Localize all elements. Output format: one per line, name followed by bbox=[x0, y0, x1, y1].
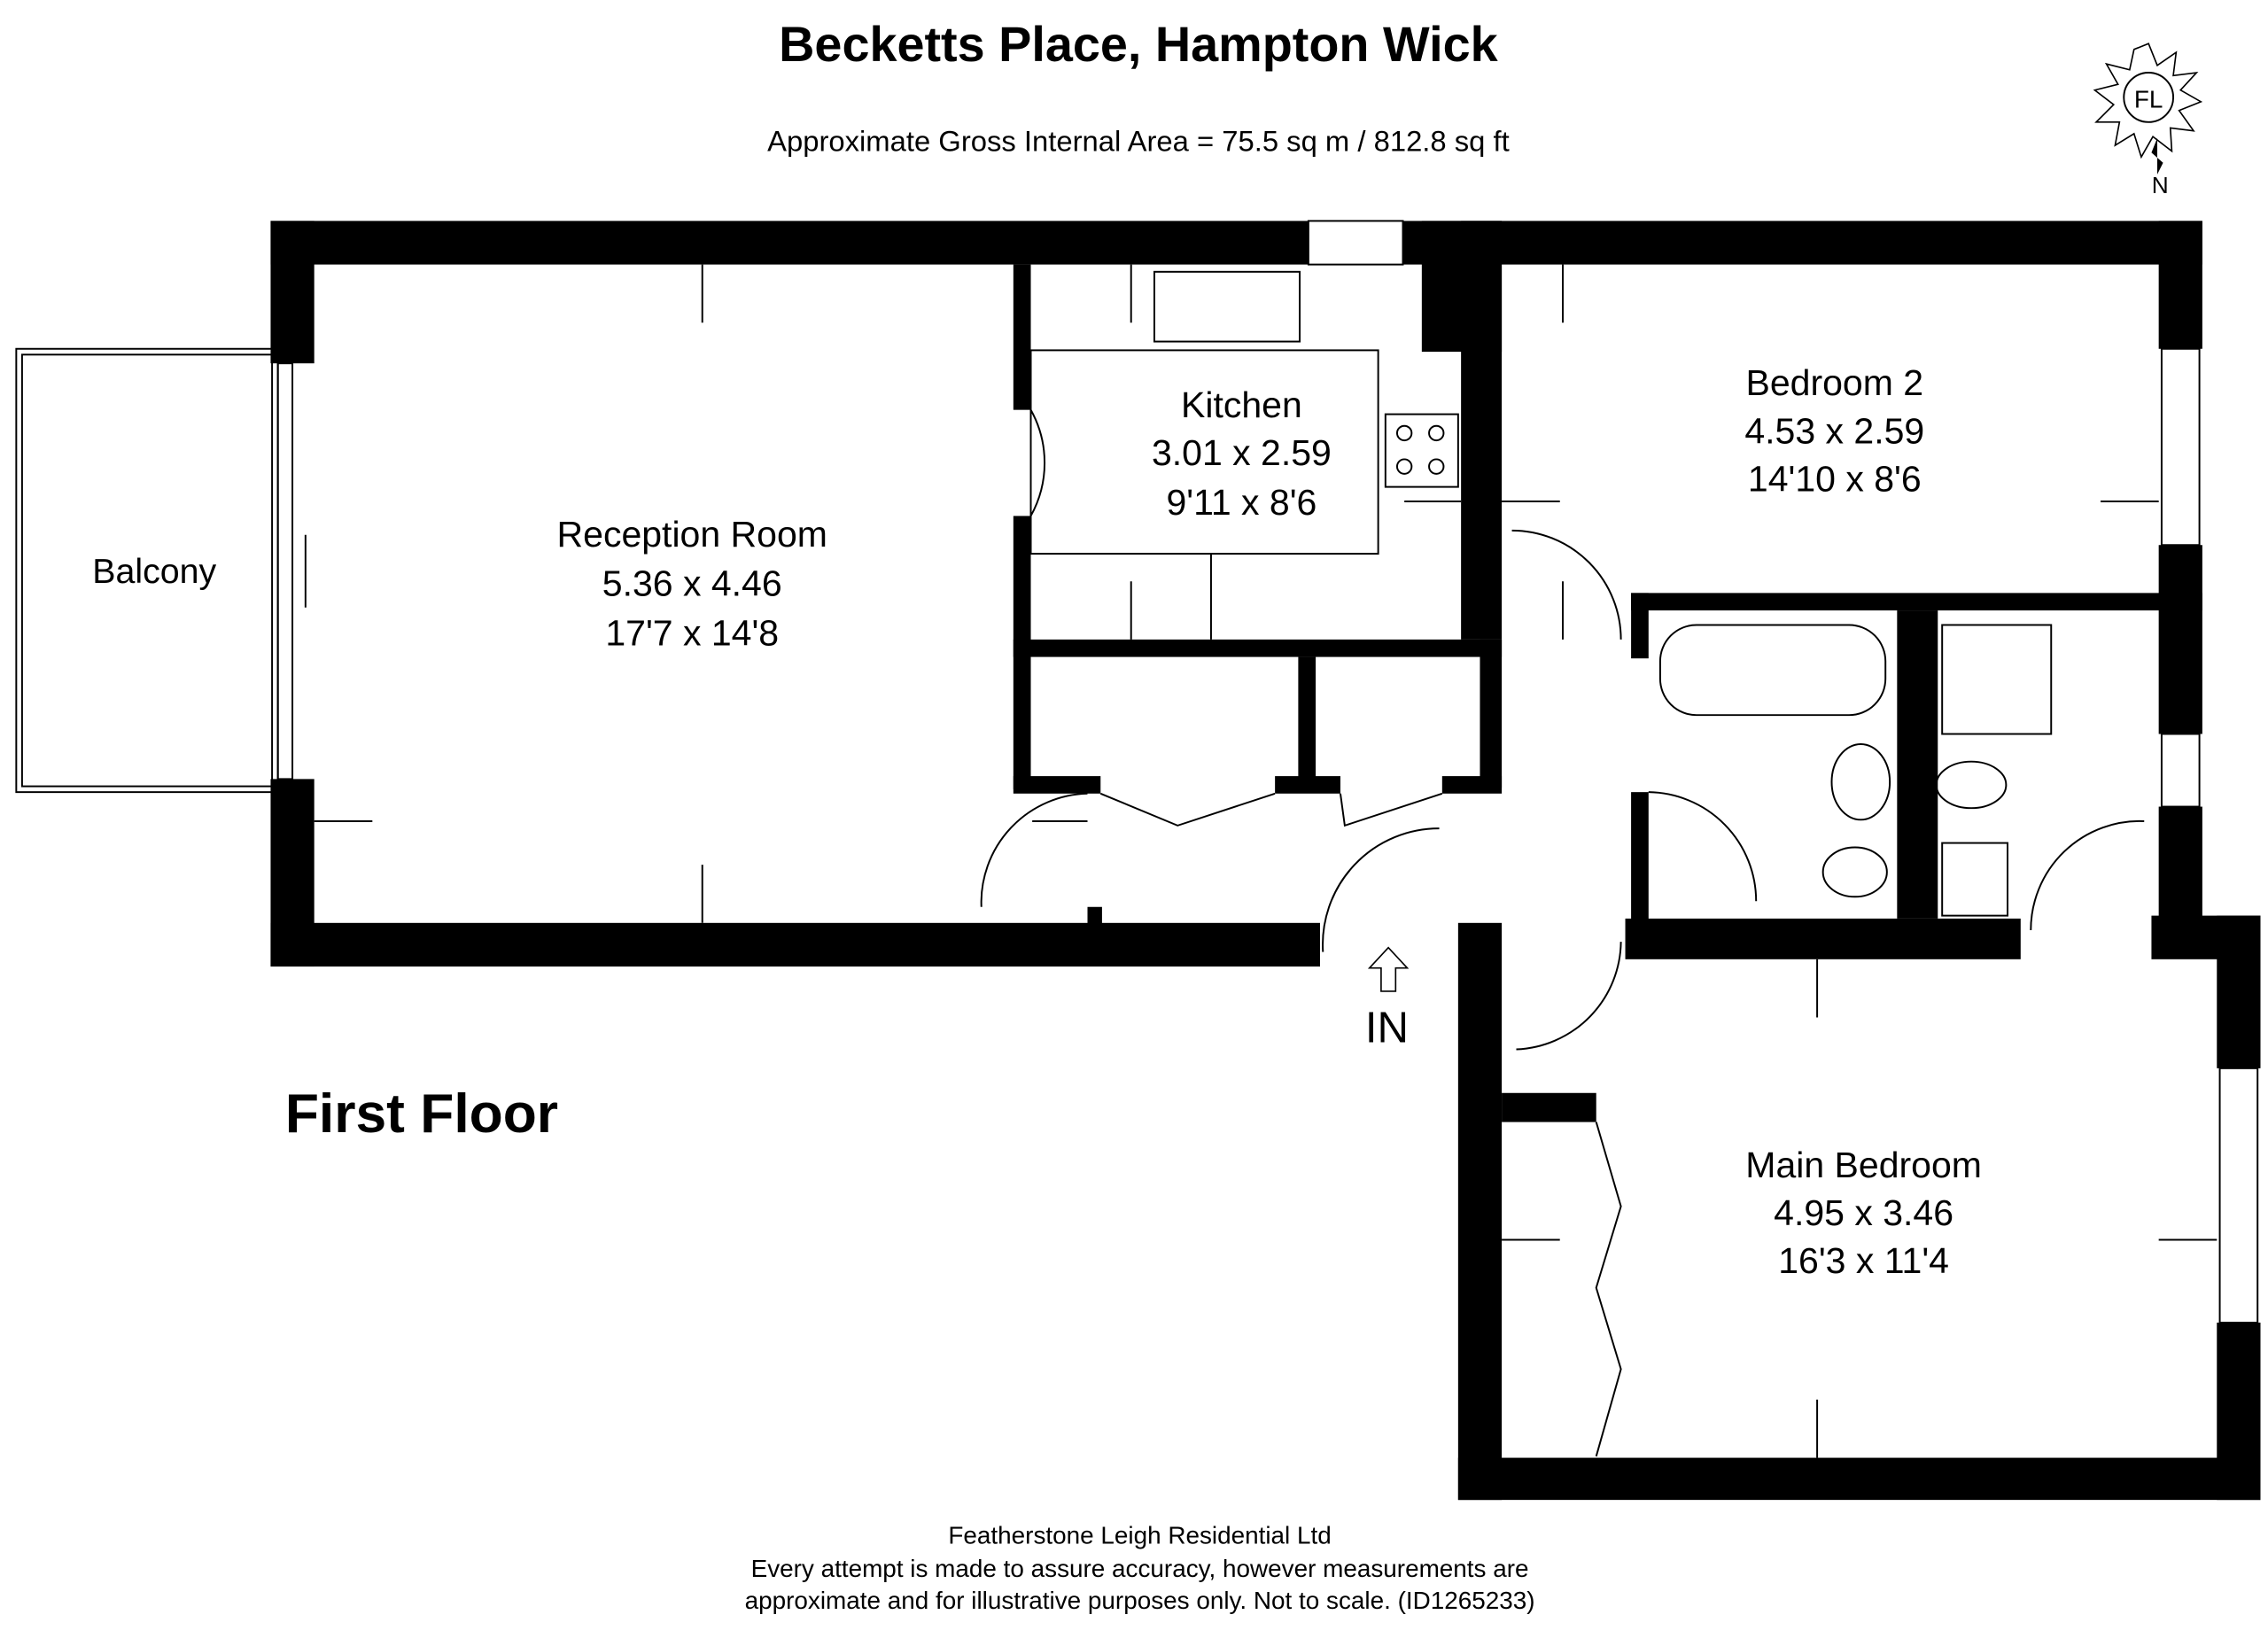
balcony-door bbox=[276, 362, 294, 780]
room-name: Bedroom 2 bbox=[1746, 362, 1924, 403]
dimension-arrows bbox=[304, 264, 2218, 1458]
room-metric: 3.01 x 2.59 bbox=[1152, 432, 1332, 473]
kitchen-worktop bbox=[1029, 349, 1379, 555]
bath-icon bbox=[1658, 624, 1887, 717]
plan-title: Becketts Place, Hampton Wick bbox=[779, 17, 1498, 72]
room-imperial: 17'7 x 14'8 bbox=[605, 612, 779, 653]
wardrobe-doors bbox=[1595, 1122, 1622, 1457]
footer-company: Featherstone Leigh Residential Ltd bbox=[948, 1521, 1331, 1549]
room-reception: Reception Room 5.36 x 4.46 17'7 x 14'8 bbox=[557, 514, 827, 654]
walls bbox=[270, 221, 2261, 1501]
toilet-icon bbox=[1935, 760, 2008, 810]
room-metric: 5.36 x 4.46 bbox=[602, 563, 782, 604]
compass-icon: FL N bbox=[2093, 43, 2203, 198]
room-bedroom-2: Bedroom 2 4.53 x 2.59 14'10 x 8'6 bbox=[1744, 362, 1924, 499]
room-main-bedroom: Main Bedroom 4.95 x 3.46 16'3 x 11'4 bbox=[1745, 1145, 1982, 1281]
windows bbox=[1307, 220, 2259, 1324]
compass-logo: FL bbox=[2134, 85, 2163, 113]
footer-disclaimer-1: Every attempt is made to assure accuracy… bbox=[751, 1555, 1529, 1582]
balcony-label: Balcony bbox=[92, 552, 216, 591]
floor-label: First Floor bbox=[285, 1083, 558, 1145]
room-imperial: 9'11 x 8'6 bbox=[1166, 482, 1317, 523]
entrance-arrow-icon bbox=[1367, 946, 1410, 992]
room-name: Reception Room bbox=[557, 514, 827, 555]
room-kitchen: Kitchen 3.01 x 2.59 9'11 x 8'6 bbox=[1152, 384, 1332, 523]
doors bbox=[980, 409, 2145, 1051]
room-name: Kitchen bbox=[1181, 384, 1302, 425]
room-name: Main Bedroom bbox=[1745, 1145, 1982, 1185]
room-imperial: 16'3 x 11'4 bbox=[1778, 1240, 1949, 1281]
shower-icon bbox=[1941, 624, 2053, 735]
area-subtitle: Approximate Gross Internal Area = 75.5 s… bbox=[767, 125, 1510, 158]
basin-icon bbox=[1830, 743, 1891, 821]
room-imperial: 14'10 x 8'6 bbox=[1748, 459, 1922, 500]
hob-icon bbox=[1384, 413, 1459, 488]
fixtures bbox=[1029, 270, 2053, 1457]
north-label: N bbox=[2152, 172, 2169, 198]
room-metric: 4.95 x 3.46 bbox=[1774, 1192, 1953, 1233]
sink-icon bbox=[1153, 270, 1301, 343]
room-metric: 4.53 x 2.59 bbox=[1744, 410, 1924, 451]
toilet-icon bbox=[1821, 846, 1888, 898]
footer-disclaimer-2: approximate and for illustrative purpose… bbox=[745, 1587, 1535, 1614]
entrance-label: IN bbox=[1365, 1003, 1409, 1052]
